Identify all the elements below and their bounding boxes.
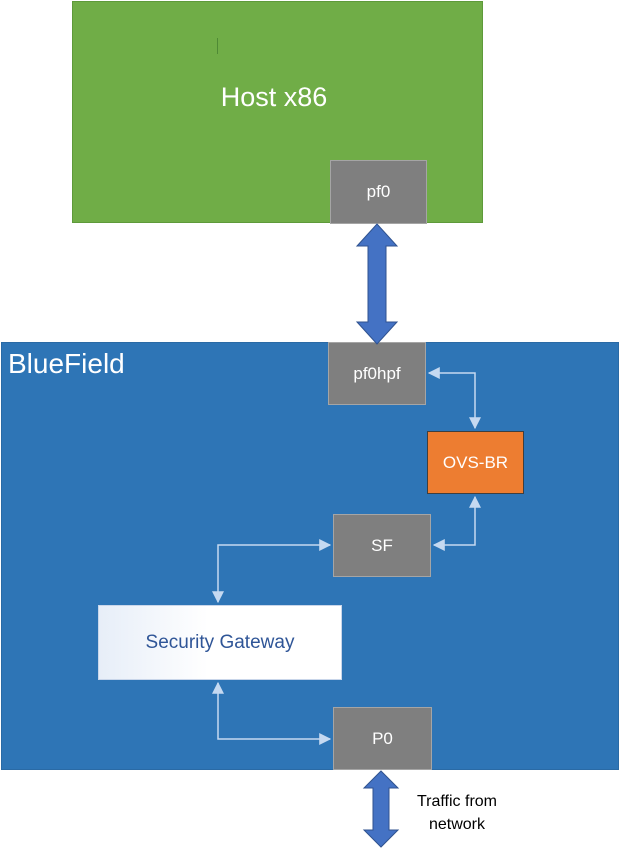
host-decoration-mark (217, 38, 218, 54)
pf0hpf-port: pf0hpf (328, 342, 426, 405)
security-gateway-box: Security Gateway (98, 605, 342, 680)
sf-port: SF (333, 514, 431, 577)
sf-ovs-connector (432, 495, 481, 551)
traffic-from-network-label: Traffic from network (416, 793, 497, 833)
ovs-bridge-box: OVS-BR (427, 431, 524, 494)
pf0-port: pf0 (330, 160, 427, 224)
host-title: Host x86 (220, 82, 328, 112)
pf0hpf-ovs-connector (427, 367, 481, 430)
host-link-double-arrow (355, 223, 399, 345)
bluefield-title: BlueField (8, 348, 125, 379)
network-link-double-arrow (362, 770, 400, 848)
p0-port: P0 (333, 707, 432, 770)
security-gateway-p0-connector (212, 681, 332, 745)
sf-security-gateway-connector (212, 539, 332, 604)
